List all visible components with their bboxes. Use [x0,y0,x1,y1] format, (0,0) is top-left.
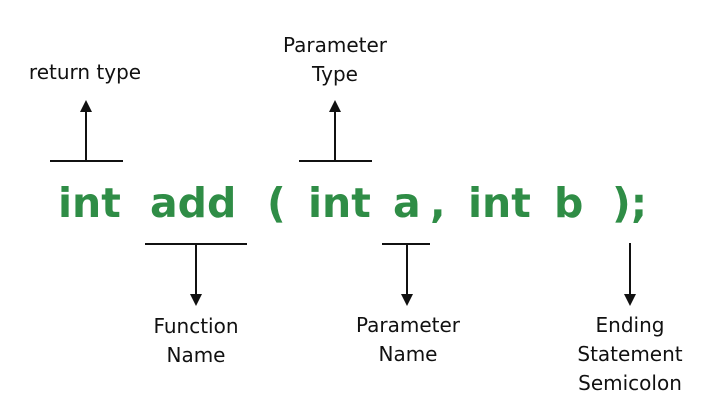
code-close: ); [612,179,648,227]
arrow-down-icon [624,294,636,306]
code-return-type: int [58,179,121,227]
ending-stem [629,243,631,295]
code-param1-name: a [393,179,421,227]
parameter-name-label: Parameter Name [355,313,461,366]
parameter-type-stem [334,110,336,161]
code-function-name: add [150,179,237,227]
code-param1-type: int [308,179,371,227]
arrow-up-icon [80,100,92,112]
code-param2-name: b [554,179,584,227]
parameter-type-label: Parameter Type [282,33,388,86]
parameter-type-bar [299,160,372,162]
code-param2-type: int [468,179,531,227]
parameter-name-stem [406,243,408,295]
return-type-stem [85,110,87,161]
return-type-bar [50,160,123,162]
arrow-up-icon [329,100,341,112]
return-type-label: return type [28,60,142,84]
function-name-label: Function Name [153,314,239,367]
code-comma: , [430,179,446,227]
function-name-stem [195,243,197,295]
arrow-down-icon [190,294,202,306]
arrow-down-icon [401,294,413,306]
ending-label: Ending Statement Semicolon [577,313,683,395]
code-open-paren: ( [267,179,286,227]
